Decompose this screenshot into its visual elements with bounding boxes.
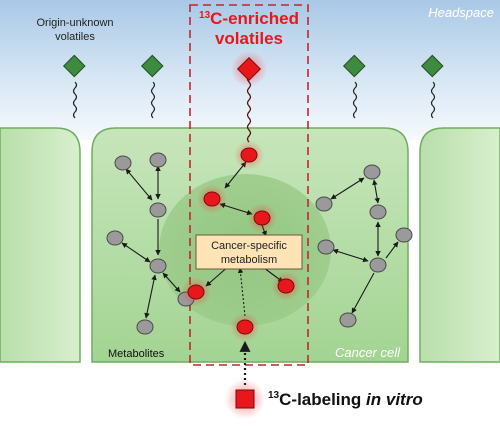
unknown-volatile-diamond-icon: [140, 54, 164, 78]
metabolite-nodes: [106, 152, 413, 335]
unknown-volatile-diamond-icon: [420, 54, 444, 78]
origin-unknown-label: Origin-unknown: [36, 17, 113, 29]
unknown-volatile-diamond-icon: [62, 54, 86, 78]
labeled-volatile: [231, 51, 267, 143]
wavy-emission-icon: [430, 81, 436, 119]
metabolite-node-icon: [136, 319, 154, 335]
metabolite-node-icon: [369, 257, 387, 273]
enriched-volatiles-title: 13C-enriched: [199, 9, 299, 28]
labeled-metabolite-node-icon: [277, 278, 295, 294]
labeling-in-vitro-label: 13C-labeling in vitro: [268, 390, 423, 409]
metabolite-node-icon: [114, 155, 132, 171]
unknown-volatile-3: [342, 54, 366, 119]
metabolite-node-icon: [149, 258, 167, 274]
labeled-metabolite-nodes: [181, 140, 301, 342]
origin-unknown-label-line2: volatiles: [55, 31, 95, 43]
metabolite-node-icon: [149, 202, 167, 218]
labeling-source-square-icon: [235, 389, 255, 409]
metabolite-node-icon: [369, 204, 387, 220]
unknown-volatile-4: [420, 54, 444, 119]
cancer-specific-metabolism-box: Cancer-specific metabolism: [195, 234, 303, 270]
metabolite-node-icon: [149, 152, 167, 168]
wavy-emission-icon: [352, 81, 358, 119]
metabolite-node-icon: [315, 196, 333, 212]
metabolites-label: Metabolites: [108, 348, 165, 360]
metabolite-node-icon: [363, 164, 381, 180]
unknown-volatile-diamond-icon: [342, 54, 366, 78]
metabolite-node-icon: [339, 312, 357, 328]
left-neighbor-cell: [0, 127, 81, 363]
labeling-pathway-frame: [189, 4, 309, 366]
unknown-volatile-1: [62, 54, 86, 119]
headspace-label: Headspace: [428, 5, 494, 20]
cancer-specific-label-line1: Cancer-specific: [211, 240, 287, 252]
unknown-volatile-2: [140, 54, 164, 119]
metabolite-node-icon: [395, 227, 413, 243]
right-neighbor-cell: [419, 127, 500, 363]
wavy-emission-icon: [150, 81, 156, 119]
labeled-metabolite-node-icon: [187, 284, 205, 300]
labeled-metabolite-node-icon: [253, 210, 271, 226]
metabolite-node-icon: [106, 230, 124, 246]
enriched-volatiles-title-line2: volatiles: [215, 29, 283, 48]
cancer-specific-label-line2: metabolism: [221, 254, 277, 266]
metabolite-network-right: [330, 177, 399, 314]
metabolite-node-icon: [317, 239, 335, 255]
labeled-metabolite-node-icon: [203, 191, 221, 207]
wavy-emission-icon: [246, 75, 252, 143]
wavy-emission-icon: [72, 81, 78, 119]
labeled-volatile-diamond-icon: [236, 56, 262, 82]
metabolite-network-left: [121, 165, 181, 319]
cancer-cell-label: Cancer cell: [335, 345, 401, 360]
labeled-metabolite-node-icon: [240, 147, 258, 163]
labeled-metabolite-node-icon: [236, 319, 254, 335]
